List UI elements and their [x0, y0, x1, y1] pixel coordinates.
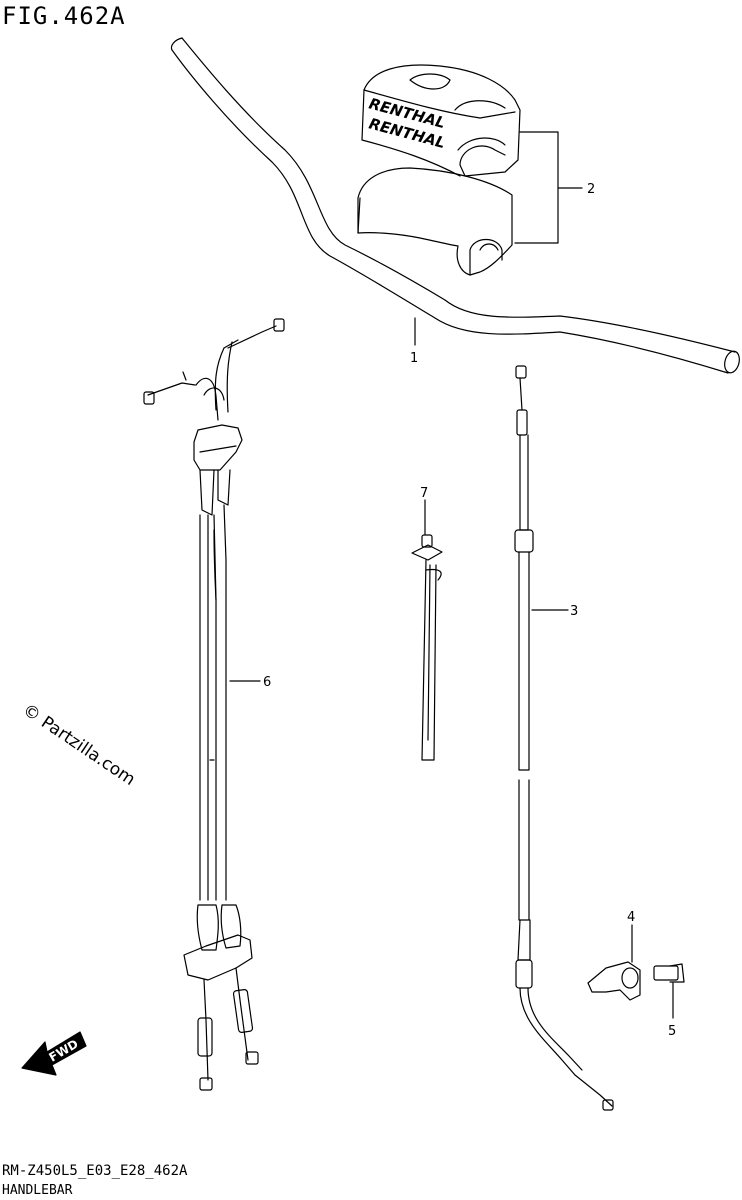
bolt[interactable] — [653, 963, 685, 1019]
cable-clamp[interactable] — [587, 924, 641, 1001]
figure-name: HANDLEBAR — [2, 1183, 73, 1198]
handlebar[interactable] — [170, 37, 741, 374]
callout-3: 3 — [570, 604, 578, 619]
callout-1: 1 — [410, 351, 418, 366]
figure-title: FIG.462A — [2, 2, 126, 30]
callout-2: 2 — [587, 182, 595, 197]
figure-code: RM-Z450L5_E03_E28_462A — [2, 1163, 188, 1179]
fwd-arrow: FWD — [21, 1031, 87, 1076]
callout-7: 7 — [420, 486, 428, 501]
cable-tie[interactable] — [411, 499, 443, 761]
callout-bracket-2 — [514, 131, 559, 244]
callout-4: 4 — [627, 910, 635, 925]
callout-6: 6 — [263, 675, 271, 690]
fwd-label: FWD — [47, 1037, 81, 1065]
clutch-cable[interactable] — [514, 365, 614, 1111]
throttle-cables[interactable] — [143, 318, 285, 1091]
callout-5: 5 — [668, 1024, 676, 1039]
handlebar-pad[interactable]: RENTHAL RENTHAL — [357, 64, 583, 276]
